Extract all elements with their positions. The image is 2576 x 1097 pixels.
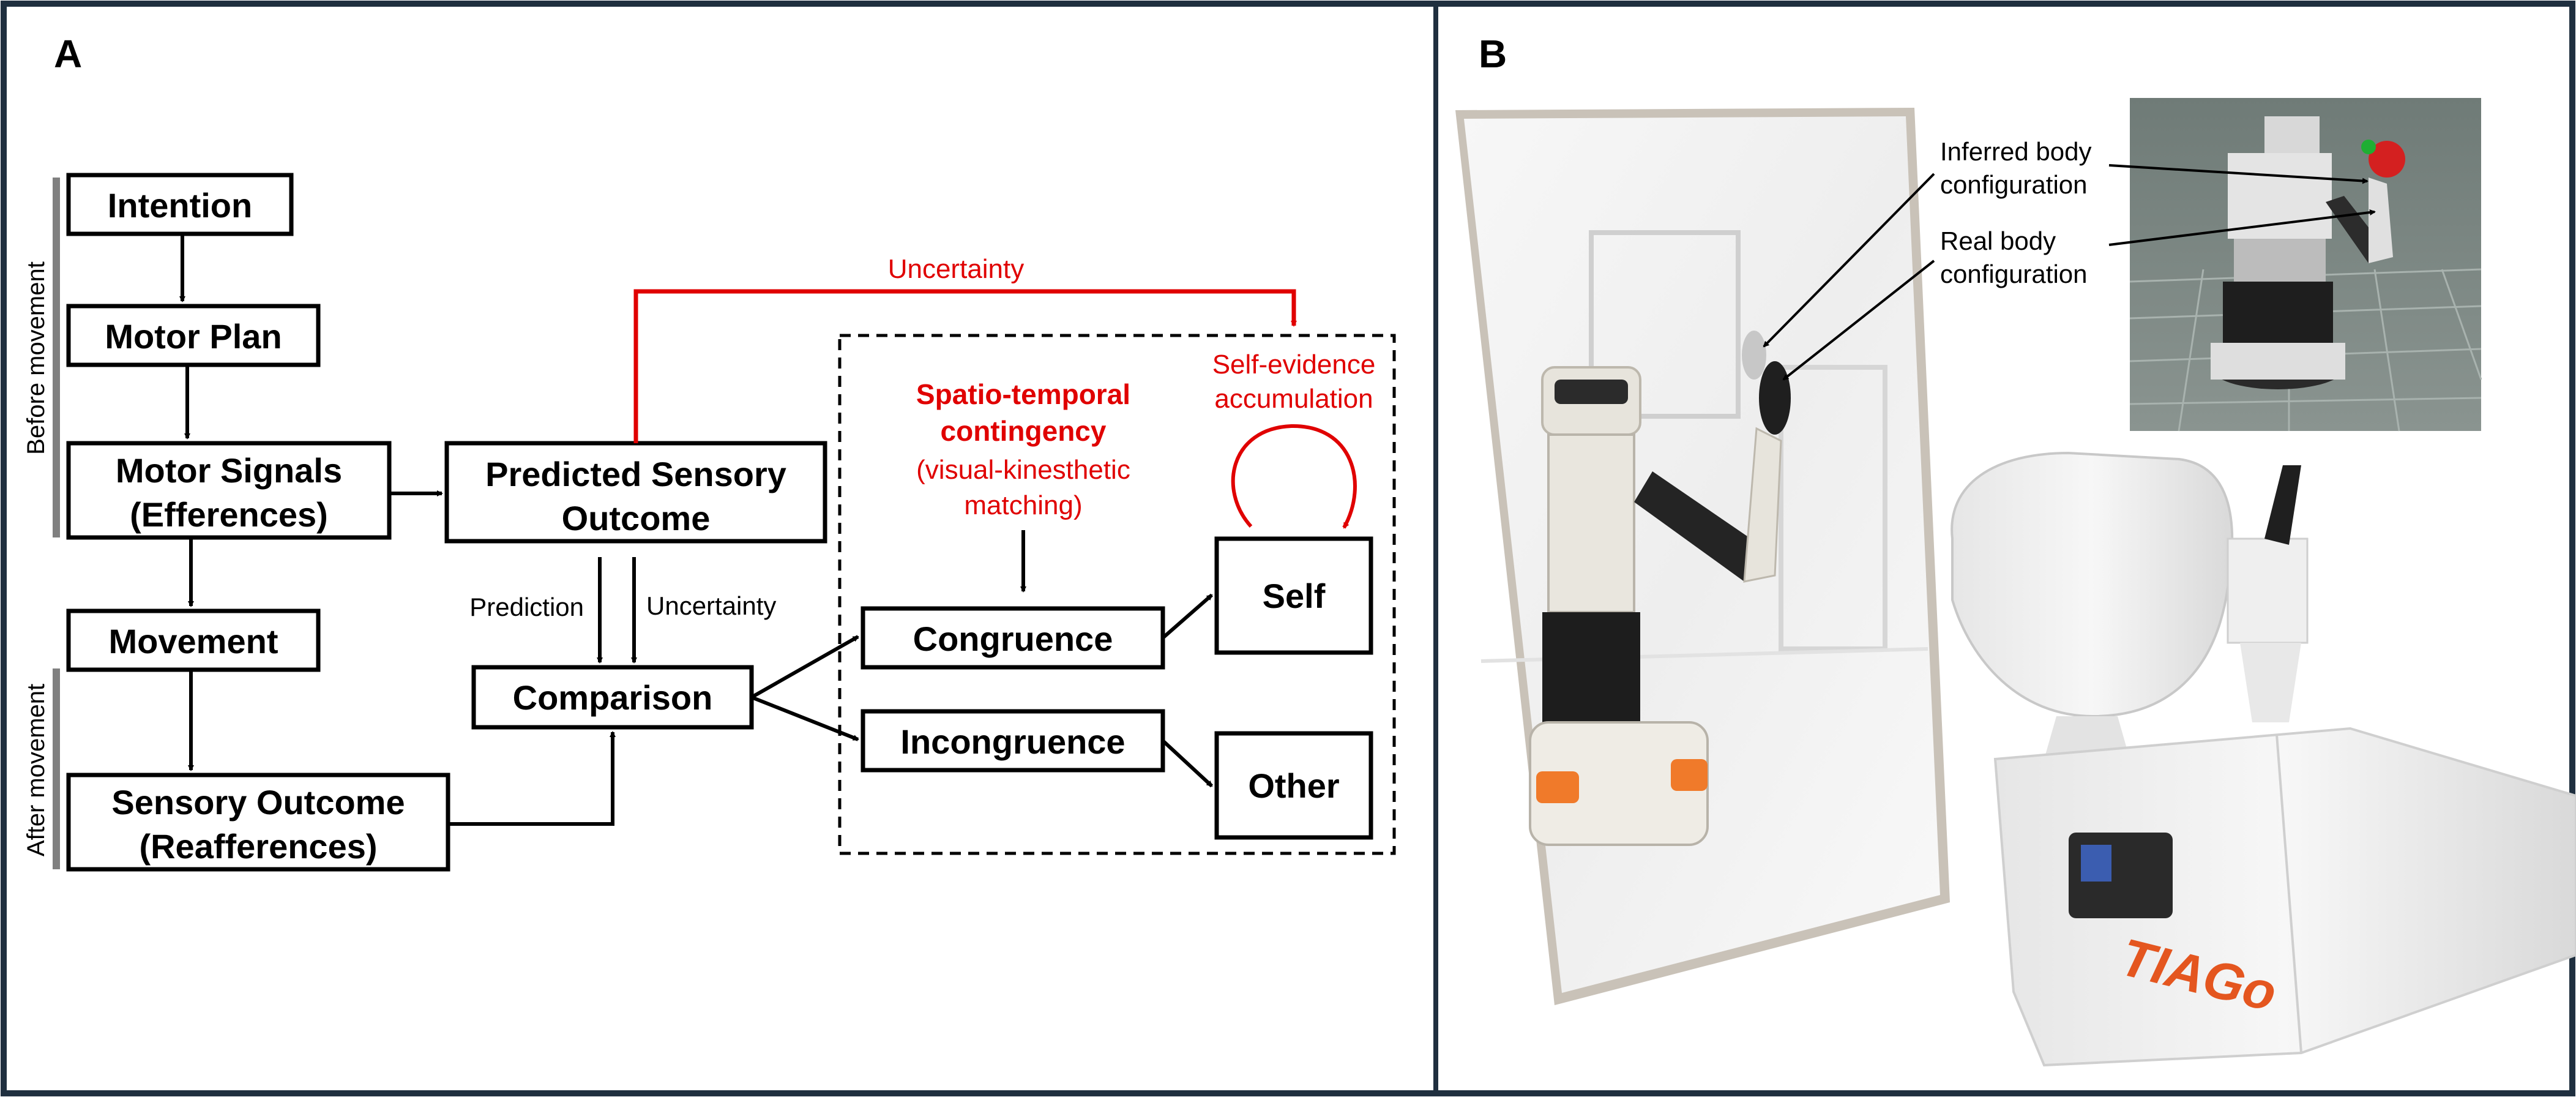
comparison-label: Comparison	[513, 678, 713, 717]
inferred-body-label-2: configuration	[1940, 170, 2088, 199]
motor-signals-box: Motor Signals (Efferences)	[66, 441, 392, 540]
predicted-sensory-label: Predicted Sensory	[485, 455, 786, 493]
sensory-outcome-label: Sensory Outcome	[111, 783, 405, 822]
predicted-sensory-box: Predicted Sensory Outcome	[444, 441, 827, 544]
other-label: Other	[1248, 766, 1339, 805]
arrow-incongruence-other	[1161, 739, 1214, 788]
other-box: Other	[1214, 731, 1373, 840]
contingency-sub-2: matching)	[964, 490, 1082, 520]
comparison-box: Comparison	[471, 665, 754, 730]
contingency-title-2: contingency	[941, 415, 1107, 447]
real-arrow-mirror	[1782, 260, 1935, 381]
before-movement-label: Before movement	[23, 261, 50, 455]
movement-box: Movement	[66, 608, 321, 672]
mirror-photo	[1455, 108, 1950, 1005]
intention-box: Intention	[66, 173, 294, 236]
contingency-title-1: Spatio-temporal	[916, 378, 1130, 410]
inferred-arrow-mirror	[1763, 173, 1935, 348]
self-inference-dashed-box	[838, 334, 1396, 855]
after-movement-label: After movement	[23, 684, 50, 856]
arrow-congruence-self	[1162, 593, 1213, 640]
efferences-label: (Efferences)	[130, 495, 328, 534]
real-arrow-sim	[2108, 209, 2376, 246]
reafferences-label: (Reafferences)	[139, 827, 377, 866]
self-label: Self	[1263, 577, 1326, 615]
real-body-label-2: configuration	[1940, 260, 2088, 288]
motor-plan-box: Motor Plan	[66, 304, 321, 367]
simulation-inset	[2129, 98, 2482, 432]
arrow-comparison-incongruence	[750, 695, 859, 741]
panel-b-letter: B	[1479, 32, 1507, 76]
inferred-body-label-1: Inferred body	[1940, 137, 2092, 166]
congruence-label: Congruence	[913, 620, 1113, 658]
intention-label: Intention	[108, 186, 252, 225]
motor-plan-label: Motor Plan	[105, 317, 282, 356]
uncertainty-top-label: Uncertainty	[888, 254, 1025, 284]
sensory-outcome-box: Sensory Outcome (Reafferences)	[66, 773, 450, 872]
arrow-sensory-comparison	[448, 731, 616, 826]
self-box: Self	[1214, 536, 1373, 655]
self-evidence-label-2: accumulation	[1214, 384, 1373, 414]
reflected-robot	[1529, 331, 1791, 846]
congruence-box: Congruence	[861, 606, 1165, 670]
uncertainty-small-label: Uncertainty	[646, 591, 776, 620]
arrow-comparison-congruence	[750, 635, 859, 699]
outcome-label: Outcome	[562, 499, 711, 537]
panel-a-letter: A	[54, 32, 82, 76]
incongruence-label: Incongruence	[900, 722, 1125, 761]
real-body-label-1: Real body	[1940, 227, 2056, 255]
movement-label: Movement	[109, 622, 278, 661]
contingency-sub-1: (visual-kinesthetic	[916, 455, 1130, 485]
real-robot-photo: TIAGo	[1951, 451, 2576, 1067]
motor-signals-label: Motor Signals	[116, 451, 342, 490]
inferred-arrow-sim	[2108, 164, 2369, 184]
self-evidence-loop-arrow	[1231, 424, 1357, 529]
uncertainty-red-arrow	[633, 289, 1297, 443]
self-evidence-label-1: Self-evidence	[1212, 350, 1376, 380]
incongruence-box: Incongruence	[861, 709, 1165, 773]
prediction-label: Prediction	[469, 593, 584, 621]
